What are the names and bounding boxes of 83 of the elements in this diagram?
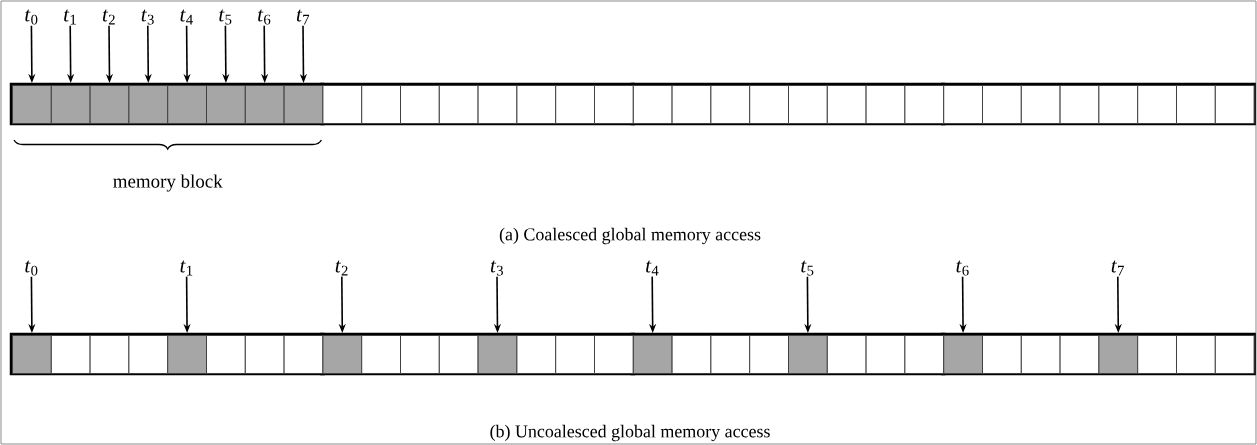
memory-cell <box>244 85 285 124</box>
thread-label: t$_{4}$ <box>646 260 659 276</box>
memory-cell <box>632 335 673 374</box>
memory-cell <box>128 85 169 124</box>
memory-cell <box>1214 85 1255 124</box>
memory-cell <box>710 335 751 374</box>
memory-cell <box>904 85 945 124</box>
memory-cell <box>826 85 867 124</box>
memory-cell <box>1020 335 1061 374</box>
memory-cell <box>1214 335 1255 374</box>
memory-cell <box>400 85 440 124</box>
memory-cell <box>12 335 52 374</box>
memory-cell <box>1137 85 1177 124</box>
memory-cell <box>1137 335 1177 374</box>
memory-cell <box>477 85 518 124</box>
memory-cell <box>1176 85 1216 124</box>
memory-cell <box>904 335 945 374</box>
thread-label: t$_{6}$ <box>956 260 969 276</box>
memory-cell <box>206 335 246 374</box>
thread-label: t$_{6}$ <box>258 9 271 25</box>
memory-cell <box>477 335 518 374</box>
caption: (a) Coalesced global memory access <box>499 227 761 245</box>
memory-cell <box>206 85 246 124</box>
memory-cell <box>1098 85 1139 124</box>
memory-cell <box>283 335 324 374</box>
memory-cell <box>943 335 983 374</box>
memory-cell <box>167 85 207 124</box>
memory-cell <box>12 85 52 124</box>
memory-cell <box>1059 85 1100 124</box>
memory-cell <box>788 85 828 124</box>
memory-cell <box>283 85 324 124</box>
memory-cell <box>594 85 634 124</box>
memory-cell <box>50 335 91 374</box>
memory-cell <box>50 85 91 124</box>
memory-cell <box>244 335 285 374</box>
memory-cell <box>128 335 169 374</box>
memory-cell <box>438 335 479 374</box>
memory-cell <box>361 85 401 124</box>
memory-cell <box>632 85 673 124</box>
caption: (b) Uncoalesced global memory access <box>490 424 770 442</box>
memory-cell <box>865 85 906 124</box>
memory-cell <box>555 85 595 124</box>
memory-cell <box>438 85 479 124</box>
memory-cell <box>1020 85 1061 124</box>
thread-label: t$_{0}$ <box>25 260 38 276</box>
thread-label: t$_{1}$ <box>180 260 193 276</box>
thread-label: t$_{5}$ <box>219 9 232 25</box>
memory-cell <box>516 335 557 374</box>
memory-cell <box>671 85 712 124</box>
thread-label: t$_{1}$ <box>64 9 76 25</box>
memory-cell <box>167 335 207 374</box>
thread-label: t$_{3}$ <box>141 9 154 25</box>
memory-cell <box>943 85 983 124</box>
memory-cell <box>982 85 1022 124</box>
memory-cell <box>826 335 867 374</box>
memory-cell <box>1059 335 1100 374</box>
memory-cell <box>400 335 440 374</box>
memory-cell <box>982 335 1022 374</box>
memory-cell <box>710 85 751 124</box>
memory-cell <box>361 335 401 374</box>
thread-label: t$_{5}$ <box>801 260 814 276</box>
thread-label: t$_{2}$ <box>102 9 115 25</box>
thread-label: t$_{2}$ <box>335 260 348 276</box>
memory-cell <box>89 85 130 124</box>
memory-cell <box>671 335 712 374</box>
memory-cell <box>1176 335 1216 374</box>
memory-cell <box>322 335 363 374</box>
thread-label: t$_{7}$ <box>296 9 310 25</box>
memory-cell <box>1098 335 1139 374</box>
memory-cell <box>555 335 595 374</box>
brace-label: memory block <box>113 174 223 192</box>
memory-cell <box>322 85 363 124</box>
memory-cell <box>749 335 789 374</box>
memory-cell <box>788 335 828 374</box>
memory-cell <box>516 85 557 124</box>
memory-cell <box>749 85 789 124</box>
memory-cell <box>594 335 634 374</box>
thread-label: t$_{0}$ <box>25 9 38 25</box>
memory-cell <box>865 335 906 374</box>
thread-label: t$_{3}$ <box>490 260 503 276</box>
memory-cell <box>89 335 130 374</box>
thread-label: t$_{7}$ <box>1111 260 1124 276</box>
thread-label: t$_{4}$ <box>180 9 193 25</box>
